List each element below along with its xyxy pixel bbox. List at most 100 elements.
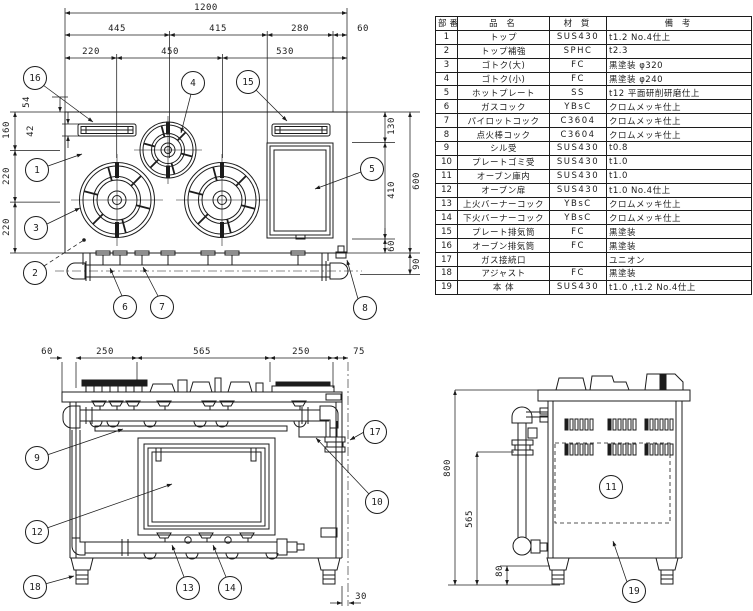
part-remark: t1.0 ,t1.2 No.4仕上 bbox=[606, 279, 752, 295]
part-no: 7 bbox=[435, 113, 458, 129]
part-remark: クロムメッキ仕上 bbox=[606, 99, 752, 115]
part-remark: t2.3 bbox=[606, 43, 752, 59]
front-upper-manifold bbox=[62, 400, 339, 429]
side-vent-slots bbox=[564, 418, 674, 456]
front-gas-union bbox=[324, 421, 346, 453]
part-material: SUS430 bbox=[549, 182, 607, 198]
part-no: 10 bbox=[435, 154, 458, 170]
dimension-label: 60 bbox=[387, 240, 397, 252]
part-remark: t1.0 No.4仕上 bbox=[606, 182, 752, 198]
part-no: 17 bbox=[435, 252, 458, 268]
balloon-1: 1 bbox=[25, 158, 49, 182]
part-remark: t12 平面研削研磨仕上 bbox=[606, 85, 752, 101]
part-name: プレートゴミ受 bbox=[457, 154, 550, 170]
part-material: FC bbox=[549, 238, 607, 254]
balloon-15: 15 bbox=[236, 70, 260, 94]
part-no: 16 bbox=[435, 238, 458, 254]
front-dimension-lines bbox=[50, 356, 361, 606]
dimension-label: 30 bbox=[355, 592, 367, 602]
front-view bbox=[61, 377, 346, 585]
part-remark: 黒塗装 bbox=[606, 224, 752, 240]
part-material: SUS430 bbox=[549, 168, 607, 184]
front-hot-plate bbox=[271, 381, 335, 393]
part-remark: クロムメッキ仕上 bbox=[606, 127, 752, 143]
part-name: トップ補強 bbox=[457, 43, 550, 59]
part-name: オーブン排気筒 bbox=[457, 238, 550, 254]
side-top-plate bbox=[537, 389, 691, 402]
part-name: 上火バーナーコック bbox=[457, 196, 550, 212]
balloon-8: 8 bbox=[353, 296, 377, 320]
balloon-5: 5 bbox=[360, 157, 384, 181]
part-remark: 黒塗装 φ320 bbox=[606, 57, 752, 73]
balloon-16: 16 bbox=[23, 66, 47, 90]
part-material: SPHC bbox=[549, 43, 607, 59]
side-gas-piping bbox=[511, 406, 549, 556]
balloon-6: 6 bbox=[113, 295, 137, 319]
balloon-4: 4 bbox=[181, 71, 205, 95]
part-name: ゴトク(大) bbox=[457, 57, 550, 73]
front-tray-box bbox=[296, 420, 329, 438]
part-remark: t1.2 No.4仕上 bbox=[606, 29, 752, 45]
part-remark: 黒塗装 bbox=[606, 266, 752, 281]
part-material: YBsC bbox=[549, 210, 607, 226]
dimension-label: 80 bbox=[495, 565, 505, 577]
part-no: 14 bbox=[435, 210, 458, 226]
part-material: FC bbox=[549, 224, 607, 240]
part-material: SUS430 bbox=[549, 154, 607, 170]
leader-lines bbox=[42, 84, 628, 585]
front-burner-profiles bbox=[149, 377, 264, 393]
plan-hot-plate bbox=[266, 142, 334, 240]
part-material: FC bbox=[549, 71, 607, 87]
dimension-label: 280 bbox=[291, 24, 309, 34]
dimension-label: 130 bbox=[387, 117, 397, 135]
dimension-label: 250 bbox=[96, 347, 114, 357]
parts-table-header: 部番品 名材 質備 考 bbox=[435, 16, 752, 31]
part-name: ゴトク(小) bbox=[457, 71, 550, 87]
dimension-label: 445 bbox=[108, 24, 126, 34]
dimension-label: 42 bbox=[26, 125, 36, 137]
part-name: ガス接続口 bbox=[457, 252, 550, 268]
part-remark: ユニオン bbox=[606, 252, 752, 268]
dimension-label: 410 bbox=[387, 181, 397, 199]
part-name: アジャスト bbox=[457, 266, 550, 281]
part-no: 13 bbox=[435, 196, 458, 212]
side-body-outline bbox=[547, 401, 683, 559]
dimension-label: 250 bbox=[292, 347, 310, 357]
part-name: パイロットコック bbox=[457, 113, 550, 129]
part-material: SUS430 bbox=[549, 279, 607, 295]
balloon-17: 17 bbox=[363, 420, 387, 444]
front-body-outline bbox=[69, 402, 343, 559]
table-header-cell: 材 質 bbox=[549, 16, 607, 31]
plan-vent-slot-left bbox=[77, 123, 137, 137]
part-name: 下火バーナーコック bbox=[457, 210, 550, 226]
dimension-label: 530 bbox=[276, 47, 294, 57]
part-material: SS bbox=[549, 85, 607, 101]
part-material: SUS430 bbox=[549, 29, 607, 45]
part-remark: 黒塗装 φ240 bbox=[606, 71, 752, 87]
dimension-label: 450 bbox=[161, 47, 179, 57]
balloon-2: 2 bbox=[23, 261, 47, 285]
front-leg-right bbox=[317, 557, 341, 585]
balloon-11: 11 bbox=[599, 475, 623, 499]
dimension-label: 60 bbox=[41, 347, 53, 357]
part-no: 9 bbox=[435, 141, 458, 156]
balloon-9: 9 bbox=[25, 446, 49, 470]
dimension-label: 60 bbox=[357, 24, 369, 34]
part-no: 3 bbox=[435, 57, 458, 73]
plan-gas-manifold bbox=[55, 245, 362, 281]
plan-vent-slot-right bbox=[271, 123, 331, 137]
part-no: 18 bbox=[435, 266, 458, 281]
part-no: 8 bbox=[435, 127, 458, 143]
